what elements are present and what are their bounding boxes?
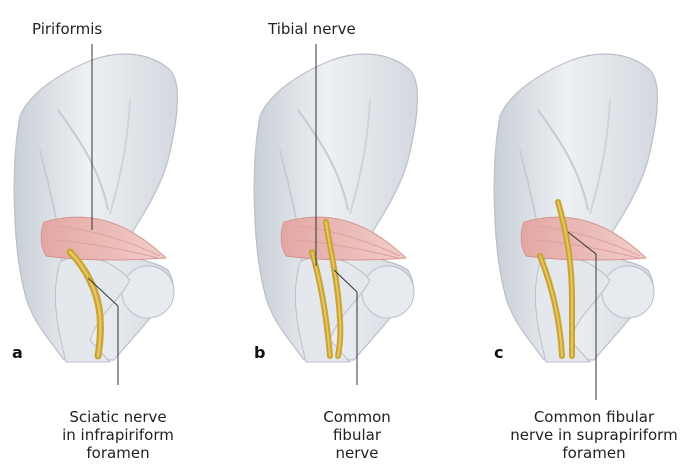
panel-letter-c: c [494,343,503,362]
panel-letter-a: a [12,343,23,362]
sciatic-label-line-1: Sciatic nerve [38,408,198,426]
suprapiriform-label-line-1: Common fibular [500,408,688,426]
tibial-nerve-label: Tibial nerve [268,20,408,38]
suprapiriform-label-line-3: foramen [500,444,688,462]
panel-c-art [494,54,657,400]
sciatic-nerve-label: Sciatic nerve in infrapiriform foramen [38,408,198,462]
panel-a-art [14,44,177,385]
common-fibular-nerve-label: Common fibular nerve [297,408,417,462]
panel-letter-b: b [254,343,265,362]
fibular-label-line-2: fibular [297,426,417,444]
fibular-label-line-1: Common [297,408,417,426]
sciatic-label-line-2: in infrapiriform [38,426,198,444]
suprapiriform-label: Common fibular nerve in suprapiriform fo… [500,408,688,462]
suprapiriform-label-line-2: nerve in suprapiriform [500,426,688,444]
sciatic-label-line-3: foramen [38,444,198,462]
panel-b-art [254,44,417,385]
piriformis-label: Piriformis [32,20,152,38]
fibular-label-line-3: nerve [297,444,417,462]
